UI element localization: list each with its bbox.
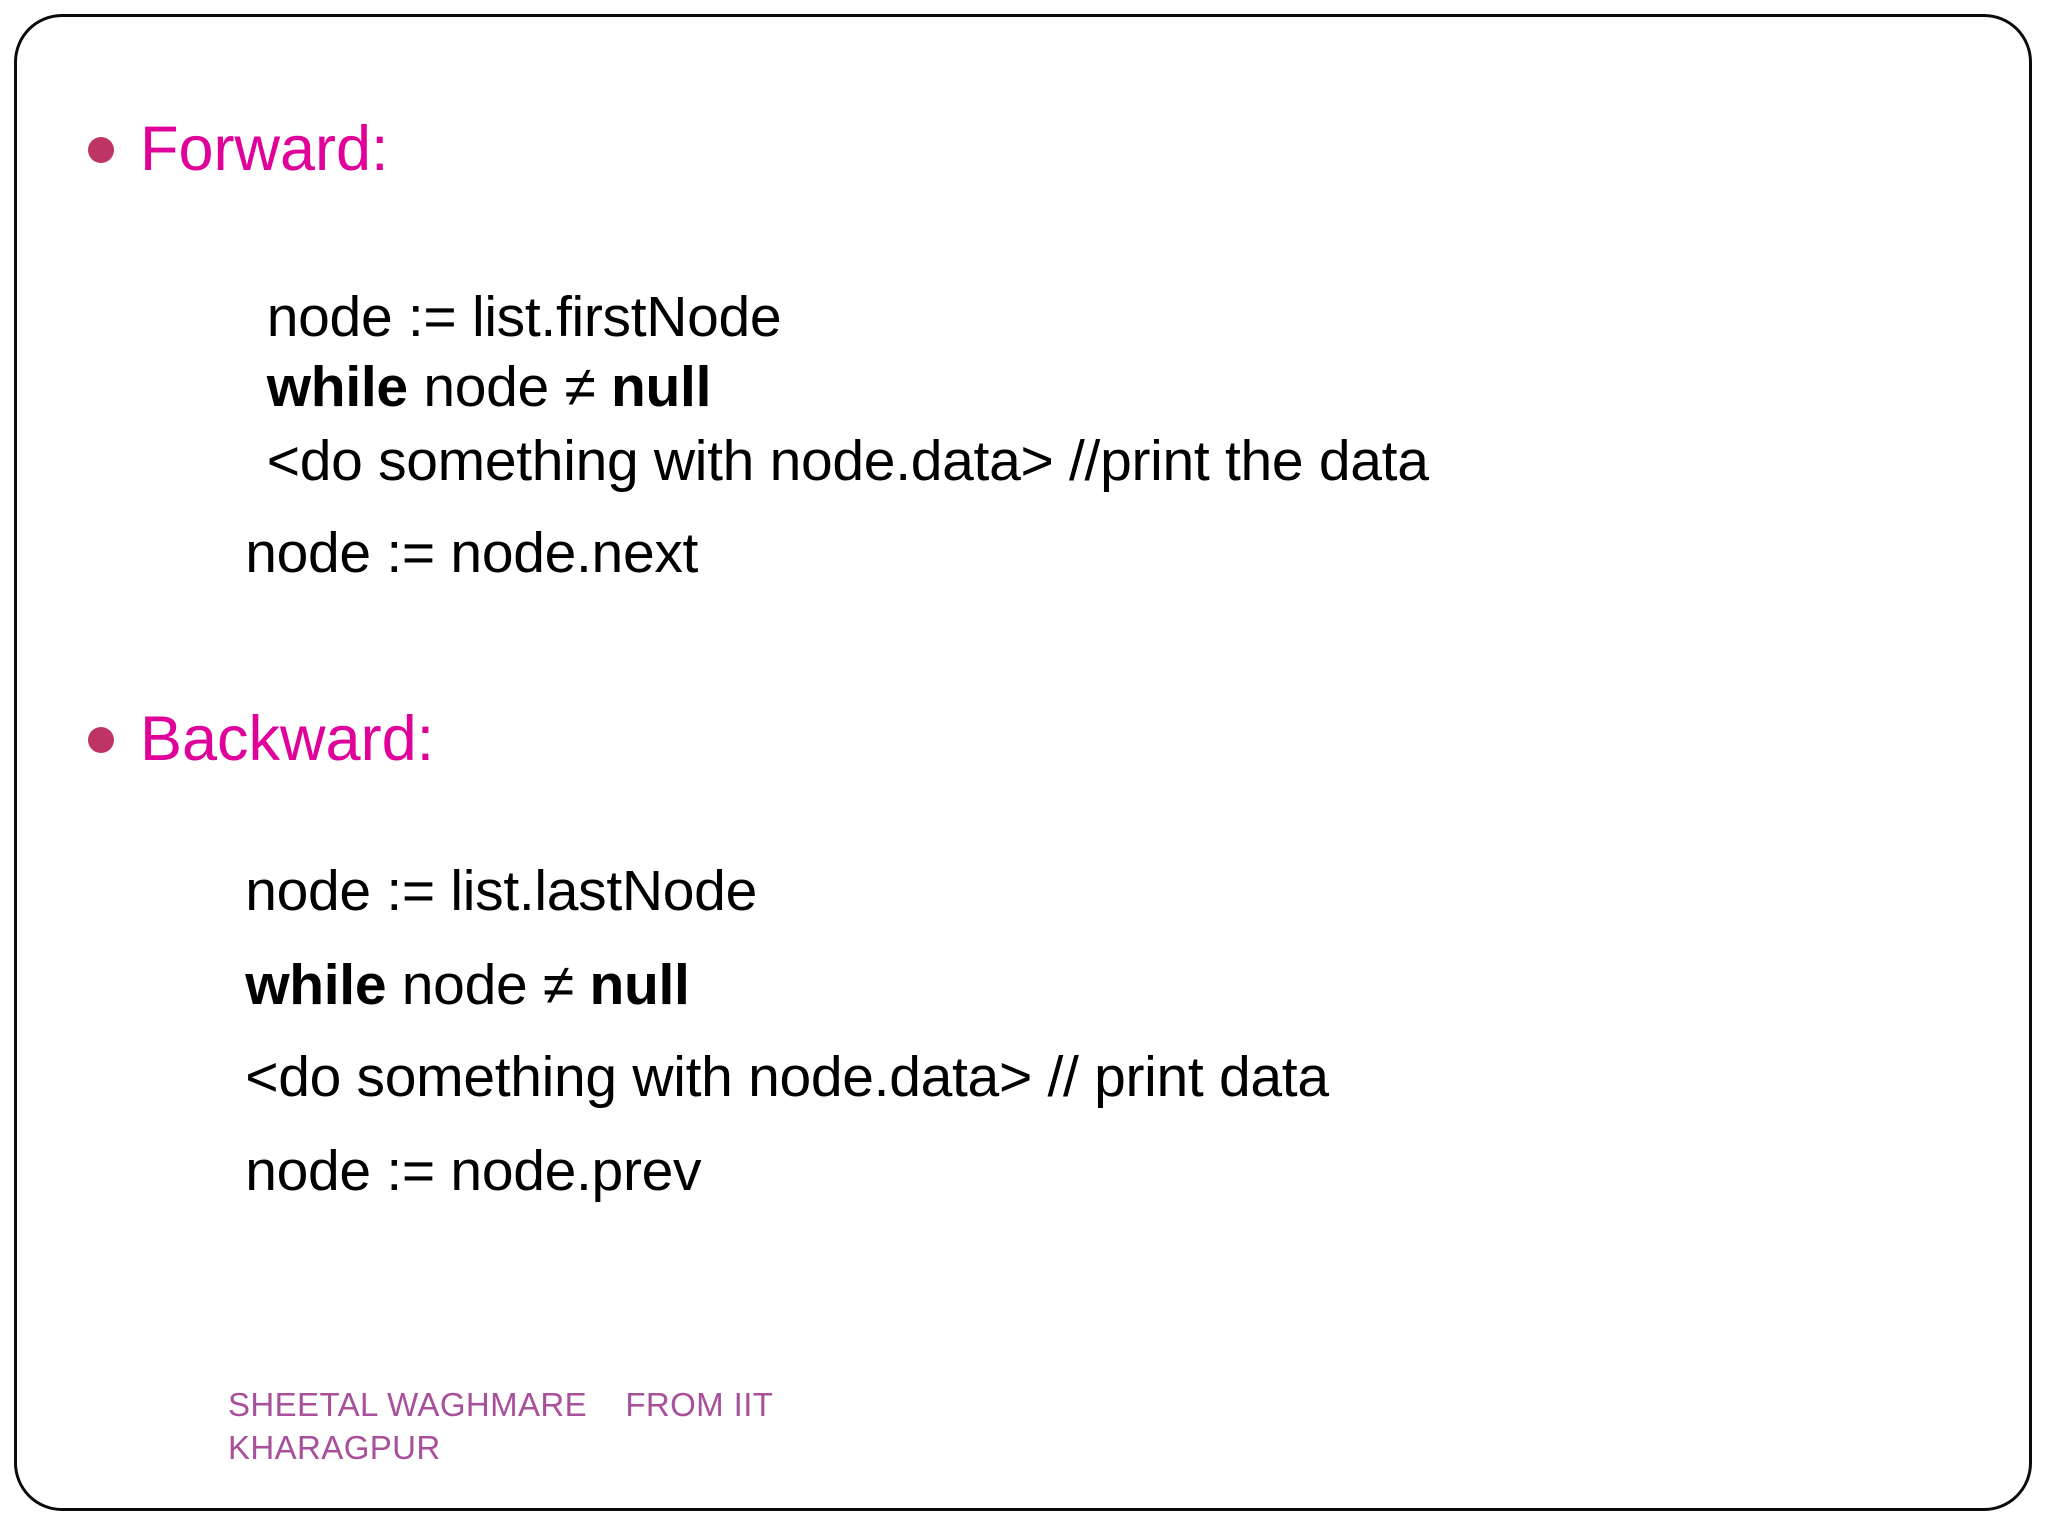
- code-text: node := list.lastNode: [245, 859, 757, 923]
- code-line-backward-3: <do something with node.data> // print d…: [152, 992, 1329, 1163]
- footer-attribution: SHEETAL WAGHMARE FROM IIT KHARAGPUR: [228, 1384, 988, 1470]
- code-text: node := node.prev: [245, 1139, 702, 1203]
- code-line-backward-2: while node ≠ null: [152, 900, 690, 1071]
- code-line-forward-1: node := list.firstNode: [158, 232, 782, 403]
- code-text: node := list.firstNode: [251, 285, 782, 349]
- bullet-dot-icon: [88, 726, 114, 753]
- code-text-mid: node ≠: [407, 355, 611, 419]
- code-line-forward-4: node := node.next: [152, 468, 698, 639]
- bullet-item-backward: Backward:: [88, 708, 434, 771]
- code-line-backward-4: node := node.prev: [152, 1086, 701, 1257]
- footer-line-1: SHEETAL WAGHMARE FROM IIT: [228, 1386, 774, 1423]
- code-text: node := node.next: [245, 521, 699, 585]
- bullet-dot-icon: [88, 136, 114, 163]
- code-line-backward-1: node := list.lastNode: [152, 806, 757, 977]
- bullet-label-backward: Backward:: [140, 704, 435, 774]
- code-text: <do something with node.data> //print th…: [251, 429, 1429, 493]
- code-keyword-while: while: [266, 355, 408, 419]
- bullet-item-forward: Forward:: [88, 118, 389, 181]
- code-keyword-null: null: [611, 355, 712, 419]
- code-keyword-null: null: [589, 953, 690, 1017]
- code-line-forward-3: <do something with node.data> //print th…: [158, 376, 1429, 547]
- code-line-forward-2: while node ≠ null: [158, 302, 712, 473]
- code-text: <do something with node.data> // print d…: [245, 1045, 1329, 1109]
- code-text-mid: node ≠: [386, 953, 590, 1017]
- bullet-label-forward: Forward:: [140, 114, 389, 184]
- footer-line-2: KHARAGPUR: [228, 1428, 441, 1466]
- code-keyword-while: while: [245, 953, 387, 1017]
